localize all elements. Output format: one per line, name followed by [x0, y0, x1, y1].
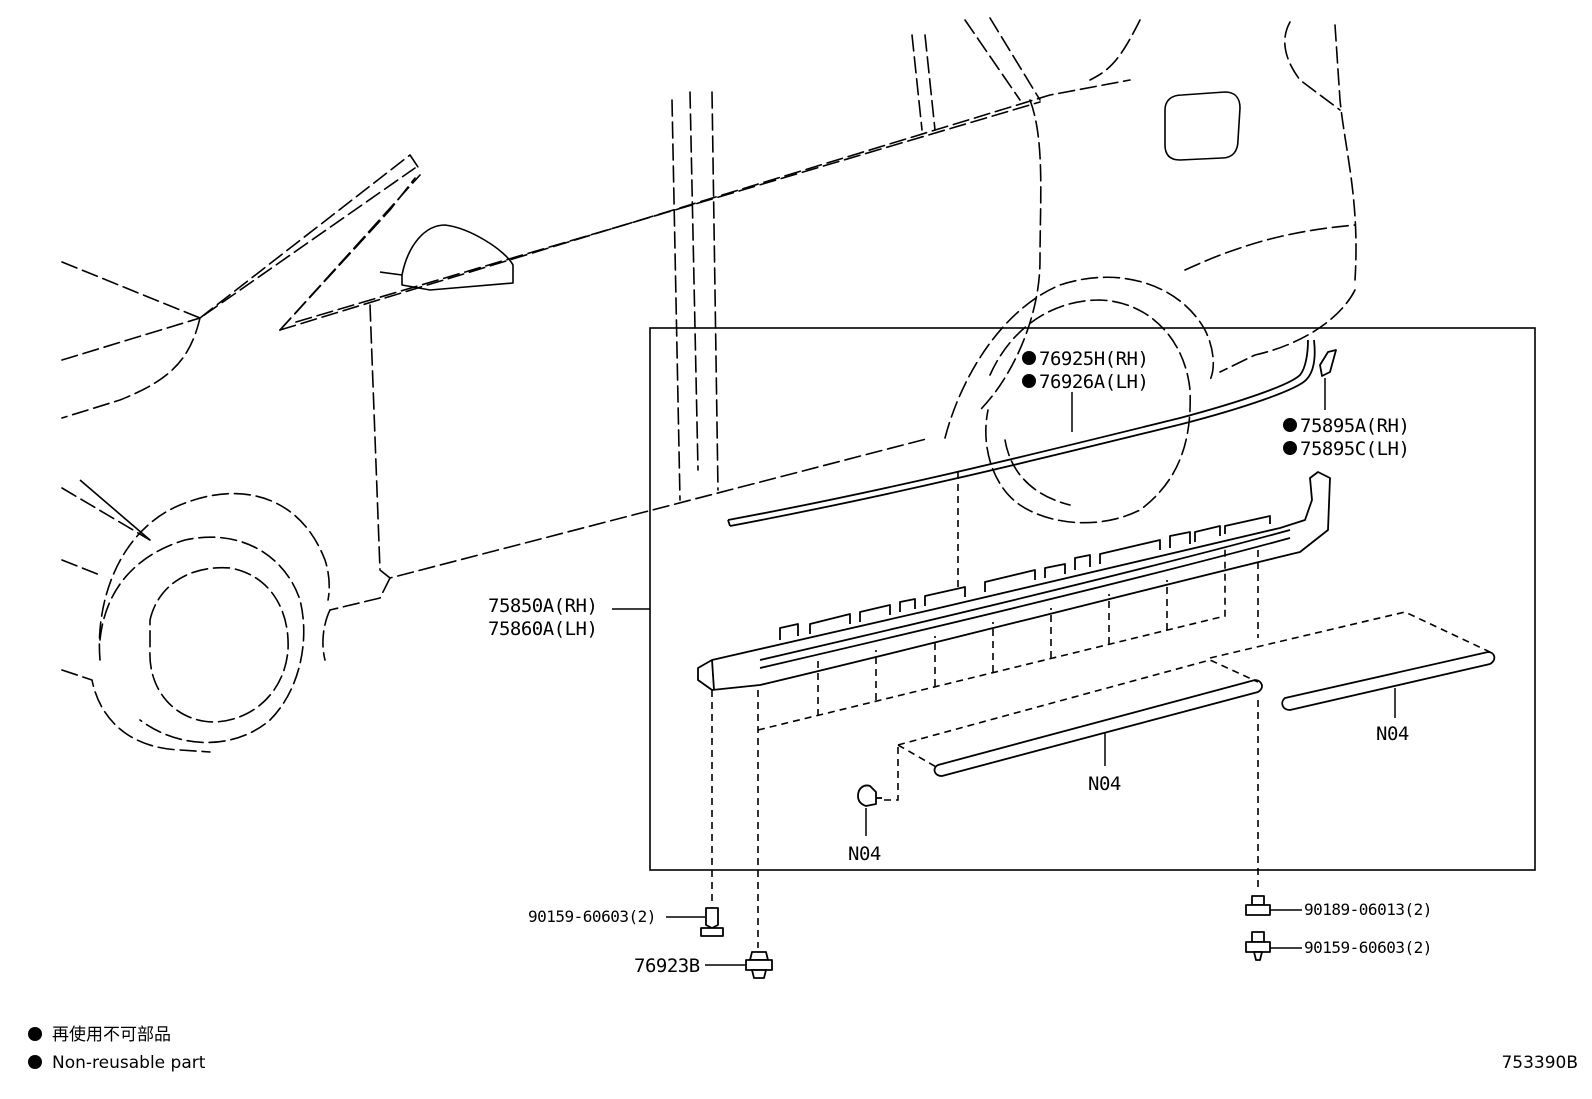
side-molding [727, 339, 1316, 527]
label-screw-right-bottom: 90159-60603(2) [1304, 938, 1432, 957]
label-n04-single: N04 [848, 843, 881, 865]
clip-76923b [705, 951, 773, 979]
legend-dot-en [28, 1055, 42, 1069]
detail-frame [649, 327, 1536, 871]
legend-dot-jp [28, 1027, 42, 1041]
label-rocker-lh: 75860A(LH) [488, 618, 597, 640]
n04-strip-right [1209, 611, 1496, 718]
screw-left [666, 907, 724, 937]
label-rocker-rh: 75850A(RH) [488, 595, 597, 617]
nonreusable-dot-3 [1283, 418, 1297, 432]
label-molding-rh: 76925H(RH) [1039, 348, 1148, 370]
legend-japanese: 再使用不可部品 [52, 1024, 171, 1045]
attachment-guides [711, 472, 1259, 948]
nonreusable-dot-1 [1022, 351, 1036, 365]
n04-clip-single [857, 745, 899, 836]
nonreusable-dot-4 [1283, 441, 1297, 455]
label-screw-right-top: 90189-06013(2) [1304, 900, 1432, 919]
label-mudguard-rh: 75895A(RH) [1300, 415, 1409, 437]
label-n04-middle: N04 [1088, 773, 1121, 795]
legend-english: Non-reusable part [52, 1053, 206, 1073]
nonreusable-dot-2 [1022, 374, 1036, 388]
label-clip-76923b: 76923B [634, 955, 700, 977]
mudguard-piece [1319, 349, 1337, 410]
label-mudguard-lh: 75895C(LH) [1300, 438, 1409, 460]
label-screw-left: 90159-60603(2) [528, 907, 656, 926]
rocker-panel [697, 471, 1331, 691]
screw-right-top [1245, 895, 1302, 916]
vehicle-outline [61, 17, 1357, 753]
label-molding-lh: 76926A(LH) [1039, 371, 1148, 393]
n04-strip-middle [897, 659, 1263, 777]
illustration-code: 753390B [1501, 1053, 1578, 1073]
label-n04-right: N04 [1376, 723, 1409, 745]
screw-right-bottom [1245, 931, 1302, 961]
legend: 再使用不可部品 Non-reusable part [28, 1024, 206, 1073]
